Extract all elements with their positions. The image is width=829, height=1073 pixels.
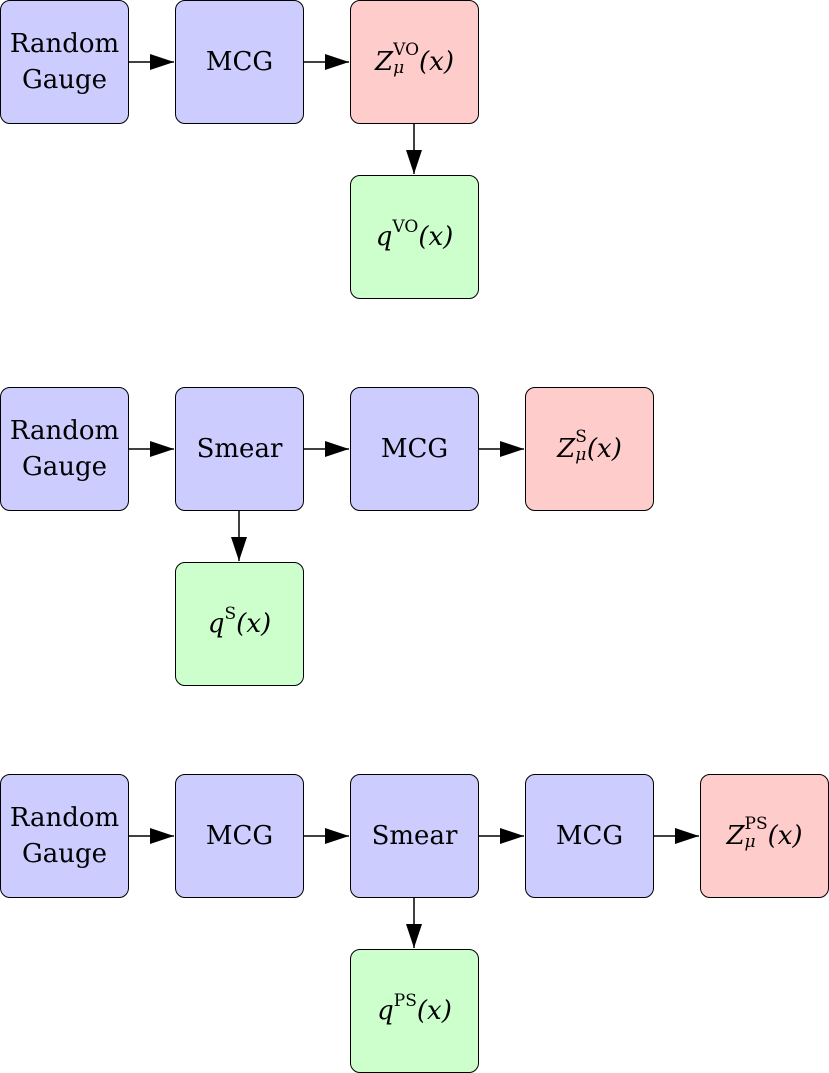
node-label: MCG xyxy=(205,821,274,851)
charge-superscript: PS xyxy=(393,991,417,1012)
field-symbol: Z xyxy=(375,46,394,77)
flow2-arrows xyxy=(129,441,524,561)
field-subscript: μ xyxy=(575,444,587,465)
arrowhead xyxy=(231,537,247,561)
field-argument: (x) xyxy=(586,433,622,464)
flow1-random-gauge-node: Random Gauge xyxy=(0,0,129,124)
flow3-mcg-node-2: MCG xyxy=(525,774,654,898)
field-subscript: μ xyxy=(744,831,756,852)
charge-symbol: q xyxy=(207,609,225,639)
field-superscript: VO xyxy=(393,39,420,60)
flow3-arrows xyxy=(129,828,699,948)
node-label-line2: Gauge xyxy=(21,452,108,482)
flow1-mcg-node: MCG xyxy=(175,0,304,124)
arrowhead xyxy=(406,924,422,948)
flow2-smear-node: Smear xyxy=(175,387,304,511)
arrowhead xyxy=(150,441,174,457)
field-superscript: PS xyxy=(744,813,768,834)
arrowhead xyxy=(500,828,524,844)
arrowhead xyxy=(325,54,349,70)
field-symbol: Z xyxy=(557,433,576,464)
node-label: MCG xyxy=(205,47,274,77)
field-argument: (x) xyxy=(767,820,803,851)
flow1-arrows xyxy=(129,54,422,174)
flow2-mcg-node: MCG xyxy=(350,387,479,511)
flow3-random-gauge-node: Random Gauge xyxy=(0,774,129,898)
flow3-charge-node: qPS(x) xyxy=(350,949,479,1073)
charge-argument: (x) xyxy=(236,609,272,639)
arrowhead xyxy=(406,150,422,174)
charge-symbol: q xyxy=(377,996,394,1026)
node-label: Smear xyxy=(196,434,283,464)
node-label: MCG xyxy=(380,434,449,464)
arrowhead xyxy=(325,441,349,457)
charge-symbol: q xyxy=(375,222,393,252)
flow1-charge-node: qVO(x) xyxy=(350,175,479,299)
node-label-line1: Random xyxy=(9,803,120,833)
field-argument: (x) xyxy=(419,46,454,77)
arrowhead xyxy=(325,828,349,844)
field-symbol: Z xyxy=(726,820,745,851)
node-label: MCG xyxy=(555,821,624,851)
arrowhead xyxy=(150,54,174,70)
arrowhead xyxy=(675,828,699,844)
arrowhead xyxy=(150,828,174,844)
node-label-line2: Gauge xyxy=(21,65,108,95)
node-label-line2: Gauge xyxy=(21,839,108,869)
flow3-mcg-node-1: MCG xyxy=(175,774,304,898)
node-label-line1: Random xyxy=(9,29,120,59)
node-label: Smear xyxy=(371,821,458,851)
arrowhead xyxy=(500,441,524,457)
node-label-line1: Random xyxy=(9,416,120,446)
charge-argument: (x) xyxy=(416,996,452,1026)
flow2-charge-node: qS(x) xyxy=(175,562,304,686)
field-subscript: μ xyxy=(393,57,405,78)
charge-argument: (x) xyxy=(418,222,454,252)
field-superscript: S xyxy=(575,426,587,447)
charge-superscript: VO xyxy=(392,217,419,238)
flow2-random-gauge-node: Random Gauge xyxy=(0,387,129,511)
charge-superscript: S xyxy=(224,604,237,625)
flow3-smear-node: Smear xyxy=(350,774,479,898)
